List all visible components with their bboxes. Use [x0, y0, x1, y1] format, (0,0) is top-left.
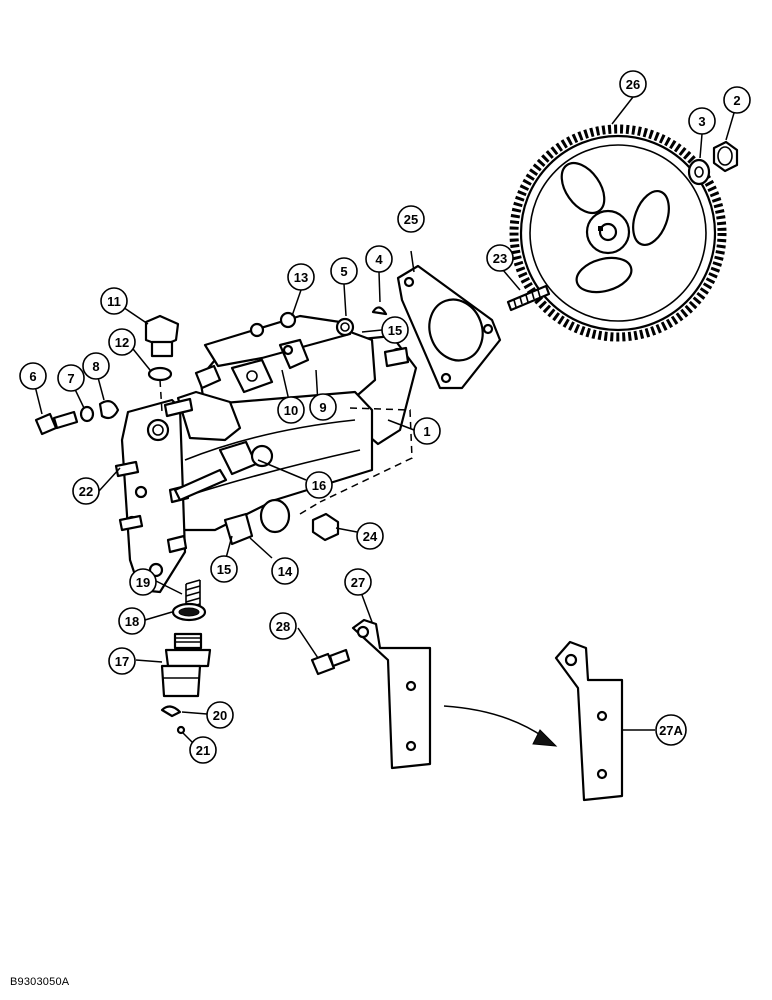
callout-1-label: 1: [423, 424, 430, 439]
callout-21-label: 21: [196, 743, 210, 758]
callout-15-top: 15: [381, 316, 409, 344]
callout-8: 8: [82, 352, 110, 380]
callout-15-bottom-label: 15: [217, 562, 231, 577]
callout-18-label: 18: [125, 614, 139, 629]
support-bracket: [351, 618, 432, 770]
callout-17-label: 17: [115, 654, 129, 669]
callout-7: 7: [57, 364, 85, 392]
callout-17: 17: [108, 647, 136, 675]
callout-13-label: 13: [294, 270, 308, 285]
callout-3: 3: [688, 107, 716, 135]
callout-22-label: 22: [79, 484, 93, 499]
mounting-gasket: [396, 264, 502, 390]
callout-16-label: 16: [312, 478, 326, 493]
callout-22: 22: [72, 477, 100, 505]
callout-14: 14: [271, 557, 299, 585]
inlet-seal: [147, 366, 173, 382]
callout-19-label: 19: [136, 575, 150, 590]
banjo-bolt: [34, 410, 79, 436]
callout-11-label: 11: [107, 294, 121, 309]
retaining-clip: [160, 705, 182, 718]
callout-27a: 27A: [655, 714, 687, 746]
sealing-washer: [79, 405, 95, 423]
callout-15-bottom: 15: [210, 555, 238, 583]
callout-26: 26: [619, 70, 647, 98]
callout-2: 2: [723, 86, 751, 114]
gear-nut: [712, 140, 739, 173]
callout-16: 16: [305, 471, 333, 499]
callout-27a-label: 27A: [659, 723, 683, 738]
callout-20: 20: [206, 701, 234, 729]
callout-7-label: 7: [67, 371, 74, 386]
callout-5: 5: [330, 257, 358, 285]
callout-10: 10: [277, 396, 305, 424]
inlet-fitting: [144, 314, 180, 358]
alternate-support-bracket: [554, 640, 624, 802]
callout-4-label: 4: [375, 252, 383, 267]
callout-23-label: 23: [493, 251, 507, 266]
callout-3-label: 3: [698, 114, 705, 129]
callout-6: 6: [19, 362, 47, 390]
banjo-clip: [98, 400, 120, 420]
callout-14-label: 14: [278, 564, 293, 579]
callout-2-label: 2: [733, 93, 740, 108]
callout-6-label: 6: [29, 369, 36, 384]
woodruff-key: [371, 306, 388, 316]
pump-stud: [506, 284, 551, 312]
callout-20-label: 20: [213, 708, 227, 723]
callout-28-label: 28: [276, 619, 290, 634]
figure-reference-code: B9303050A: [10, 976, 70, 988]
callout-12: 12: [108, 328, 136, 356]
callout-8-label: 8: [92, 359, 99, 374]
rotation-arrow: [443, 705, 546, 739]
callout-23: 23: [486, 244, 514, 272]
callout-27: 27: [344, 568, 372, 596]
callout-21: 21: [189, 736, 217, 764]
callout-27-label: 27: [351, 575, 365, 590]
callout-25-label: 25: [404, 212, 418, 227]
callout-10-label: 10: [284, 403, 298, 418]
bracket-bolt: [310, 648, 351, 676]
callout-15-top-label: 15: [388, 323, 402, 338]
callout-26-label: 26: [626, 77, 640, 92]
callout-24: 24: [356, 522, 384, 550]
callout-19: 19: [129, 568, 157, 596]
gear-lock-washer: [687, 158, 711, 186]
flange-nut: [311, 512, 340, 542]
callout-9: 9: [309, 393, 337, 421]
callout-9-label: 9: [319, 400, 326, 415]
callout-5-label: 5: [340, 264, 347, 279]
callout-4: 4: [365, 245, 393, 273]
callout-12-label: 12: [115, 335, 129, 350]
callout-25: 25: [397, 205, 425, 233]
callout-1: 1: [413, 417, 441, 445]
delivery-valve-holder: [160, 632, 212, 698]
callout-28: 28: [269, 612, 297, 640]
callout-11: 11: [100, 287, 128, 315]
drive-gear: [509, 124, 727, 342]
callout-13: 13: [287, 263, 315, 291]
callout-24-label: 24: [363, 529, 378, 544]
callout-18: 18: [118, 607, 146, 635]
